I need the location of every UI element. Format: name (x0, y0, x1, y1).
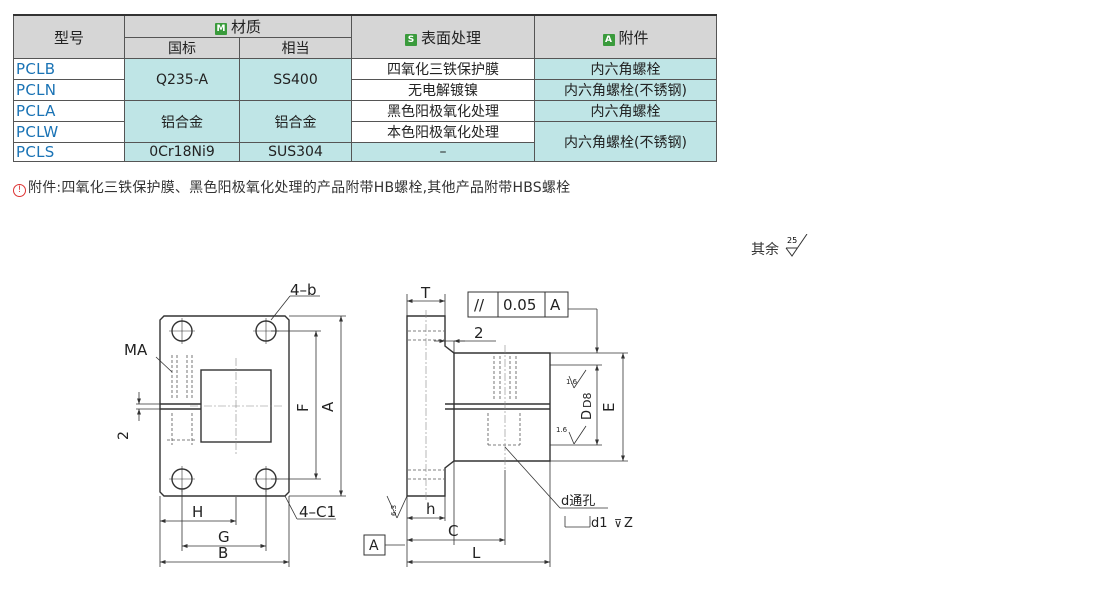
material-equivalent: SS400 (238, 58, 353, 101)
tolerance-value: 0.05 (503, 296, 536, 314)
d-through-hole-label: d通孔 (561, 494, 595, 509)
datum-a-label: A (369, 538, 379, 554)
svg-text:25: 25 (787, 236, 797, 245)
accessory-note: !附件:四氧化三铁保护膜、黑色阳极氧化处理的产品附带HB螺栓,其他产品附带HBS… (13, 177, 570, 197)
material-standard: 铝合金 (124, 100, 240, 143)
material-standard: Q235-A (124, 58, 240, 101)
surface-cell: – (351, 142, 536, 162)
accessory-badge-icon: A (602, 33, 615, 46)
dim-l-label: L (472, 544, 481, 562)
table-row: PCLW 本色阳极氧化处理 内六角螺栓(不锈钢) (13, 121, 718, 162)
material-badge-icon: M (215, 23, 227, 35)
datum-a-frame (363, 534, 386, 556)
dim-h-label: H (192, 503, 203, 521)
model-code[interactable]: PCLB (13, 58, 125, 80)
surface-cell: 黑色阳极氧化处理 (351, 100, 536, 122)
parallelism-icon: // (474, 296, 485, 314)
surface-cell: 无电解镀镍 (351, 79, 536, 101)
roughness-note: 其余 25 (751, 233, 809, 259)
front-hidden-lines (167, 355, 197, 445)
header-standard: 国标 (124, 37, 240, 59)
dim-h-small-label: h (426, 500, 436, 518)
accessory-cell: 内六角螺栓(不锈钢) (534, 121, 718, 162)
dim-t-label: T (420, 284, 431, 302)
dim-d-label: D (580, 410, 595, 420)
side-view (406, 315, 551, 497)
roughness-2-label: 1.6 (556, 426, 568, 434)
model-code[interactable]: PCLS (13, 142, 125, 162)
warning-icon: ! (13, 184, 26, 197)
dim-2-label: 2 (116, 431, 132, 440)
surface-badge-icon: S (405, 33, 417, 46)
roughness-3-label: 6.3 (390, 505, 398, 516)
dim-g-label: G (218, 528, 230, 546)
depth-icon: ⊽ (614, 517, 622, 530)
model-code[interactable]: PCLA (13, 100, 125, 122)
tolerance-datum: A (550, 296, 561, 314)
dim-4b-label: 4–b (290, 281, 317, 299)
accessory-cell: 内六角螺栓(不锈钢) (534, 79, 718, 101)
model-code[interactable]: PCLN (13, 79, 125, 101)
table-row: PCLS 0Cr18Ni9 SUS304 – (13, 142, 717, 162)
dim-a-label: A (319, 401, 337, 412)
z-label: Z (624, 516, 633, 531)
dim-d8-label: D8 (581, 393, 594, 408)
header-equivalent: 相当 (238, 37, 353, 59)
tolerance-frame (467, 291, 569, 318)
dim-c1-label: 4–C1 (299, 503, 336, 521)
roughness-label: 其余 (751, 242, 779, 258)
roughness-symbol-icon: 25 (786, 233, 808, 257)
header-model: 型号 (13, 14, 125, 59)
dim-c-label: C (448, 522, 458, 540)
table-row: PCLA 铝合金 铝合金 黑色阳极氧化处理 内六角螺栓 (13, 100, 718, 143)
table-row: PCLN 无电解镀镍 内六角螺栓(不锈钢) (13, 79, 718, 101)
dim-e-label: E (600, 403, 618, 412)
dim-b-label: B (218, 544, 228, 562)
roughness-1-label: 1.6 (566, 378, 578, 386)
material-equivalent: SUS304 (238, 142, 353, 162)
d1-label: d1 (591, 516, 608, 531)
dim-ma-label: MA (124, 341, 148, 359)
accessory-cell: 内六角螺栓 (534, 100, 718, 122)
material-standard: 0Cr18Ni9 (124, 142, 240, 162)
material-equivalent: 铝合金 (238, 100, 353, 143)
dim-f-label: F (294, 403, 312, 412)
dim-2-top-label: 2 (474, 324, 484, 342)
